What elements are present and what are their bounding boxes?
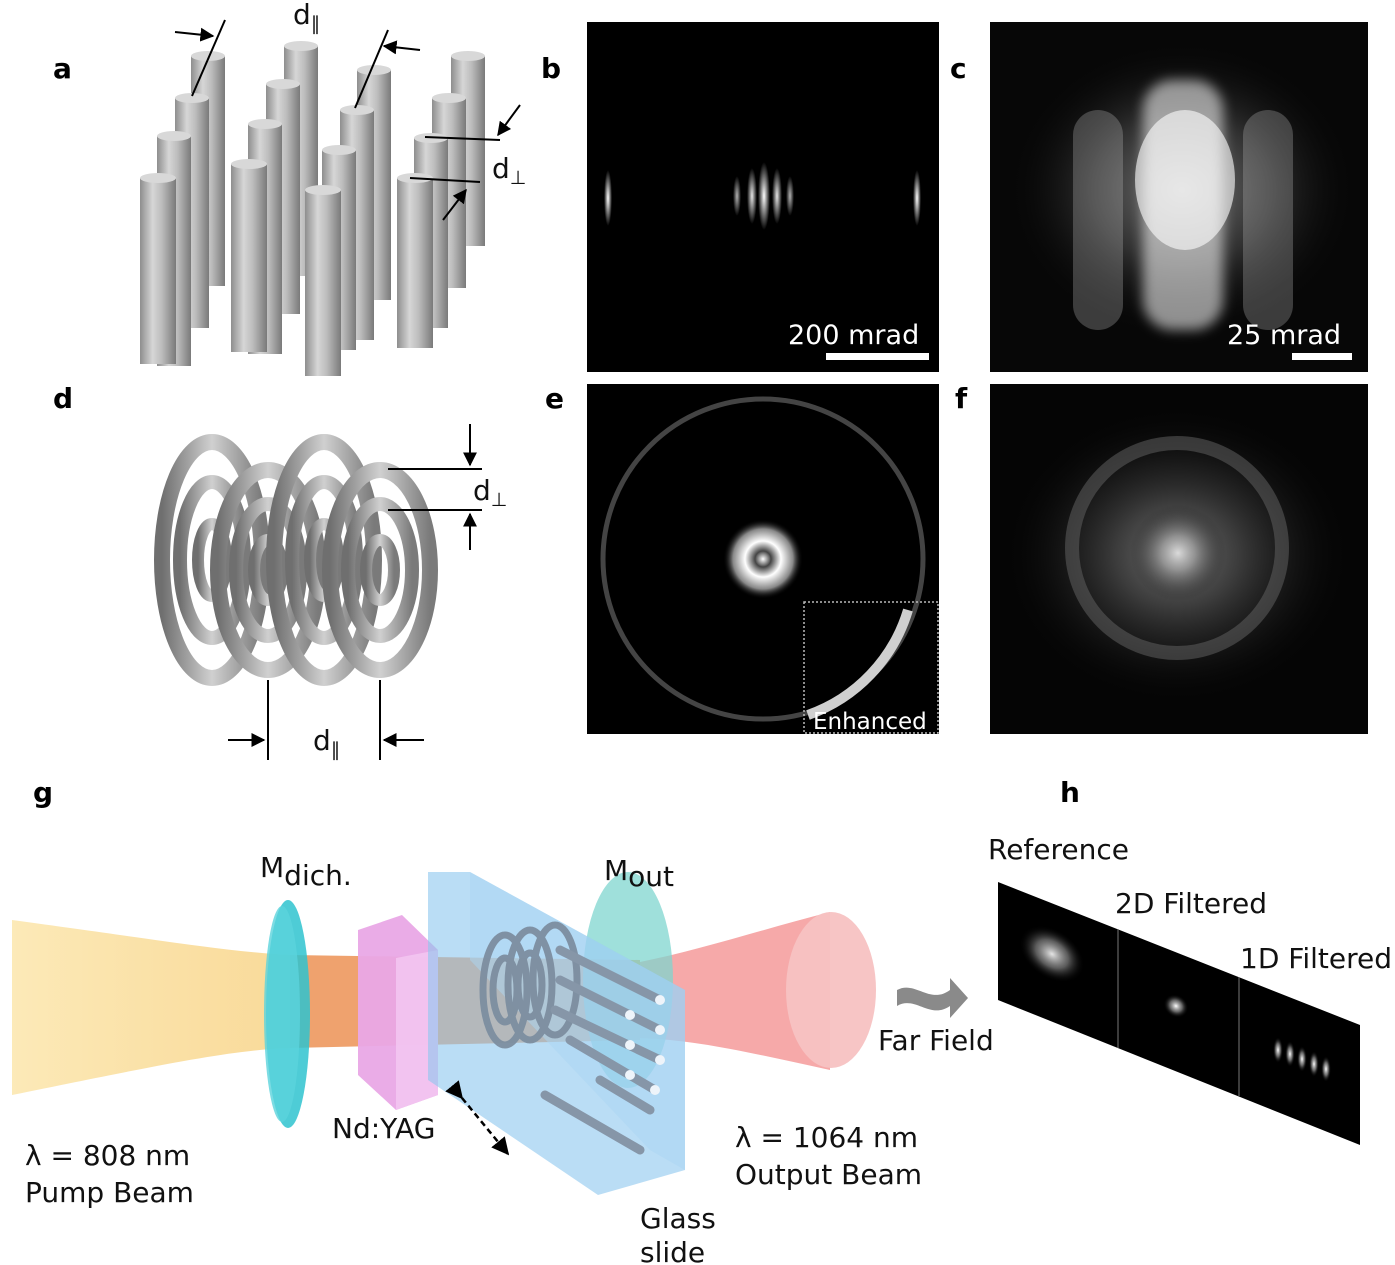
laser-setup [12,872,968,1195]
d-parallel-label-a: d∥ [293,0,320,35]
panel-label-d: d [53,382,73,415]
filtered-1d-fringes [1273,1037,1331,1082]
scale-label-b: 200 mrad [788,320,919,351]
far-field-arrow [897,978,968,1018]
panel-label-e: e [545,382,564,415]
scale-label-c: 25 mrad [1227,320,1341,351]
d-perp-label-a: d⊥ [492,152,526,189]
filtered-2d-spot [1163,994,1189,1018]
panel-label-b: b [541,52,561,85]
panel-label-g: g [33,776,53,809]
far-field-strip [998,882,1360,1145]
inset-label-e: Enhanced [813,709,927,735]
panel-c-image: 25 mrad [990,22,1368,372]
panel-label-c: c [950,52,967,85]
output-beam [640,912,830,1070]
d-parallel-label-d: d∥ [313,724,340,761]
panel-label-f: f [955,382,968,415]
label-far-field: Far Field [878,1024,994,1057]
output-beam-face [786,912,876,1068]
panel-b-image: 200 mrad [587,22,939,372]
scale-bar-c [1292,353,1352,360]
cylinder-array [140,41,485,376]
panel-e-image: Enhanced [587,384,939,735]
translation-arrow [445,1080,510,1156]
reference-spot [1019,925,1085,983]
panel-label-a: a [53,52,72,85]
pump-beam [12,920,290,1095]
torus-array [154,434,438,686]
d-perp-label-d: d⊥ [473,474,507,511]
label-glass: Glass [640,1202,716,1235]
label-output-beam: Output Beam [735,1158,922,1191]
panel-f-image [990,384,1368,734]
label-slide: slide [640,1236,705,1265]
enhanced-inset [803,601,939,734]
scale-bar-b [826,353,929,360]
label-output-mirror: Mout [604,854,674,893]
dimension-markers-a [174,19,521,221]
panel-label-h: h [1060,776,1080,809]
label-1d-filtered: 1D Filtered [1240,942,1392,975]
label-output-wavelength: λ = 1064 nm [735,1121,918,1154]
label-nd-yag: Nd:YAG [332,1112,435,1145]
label-reference: Reference [988,833,1129,866]
label-pump-wavelength: λ = 808 nm [25,1139,190,1172]
label-2d-filtered: 2D Filtered [1115,887,1267,920]
label-dichroic-mirror: Mdich. [260,851,352,892]
label-pump-beam: Pump Beam [25,1176,194,1209]
dimension-markers-d [228,424,482,760]
